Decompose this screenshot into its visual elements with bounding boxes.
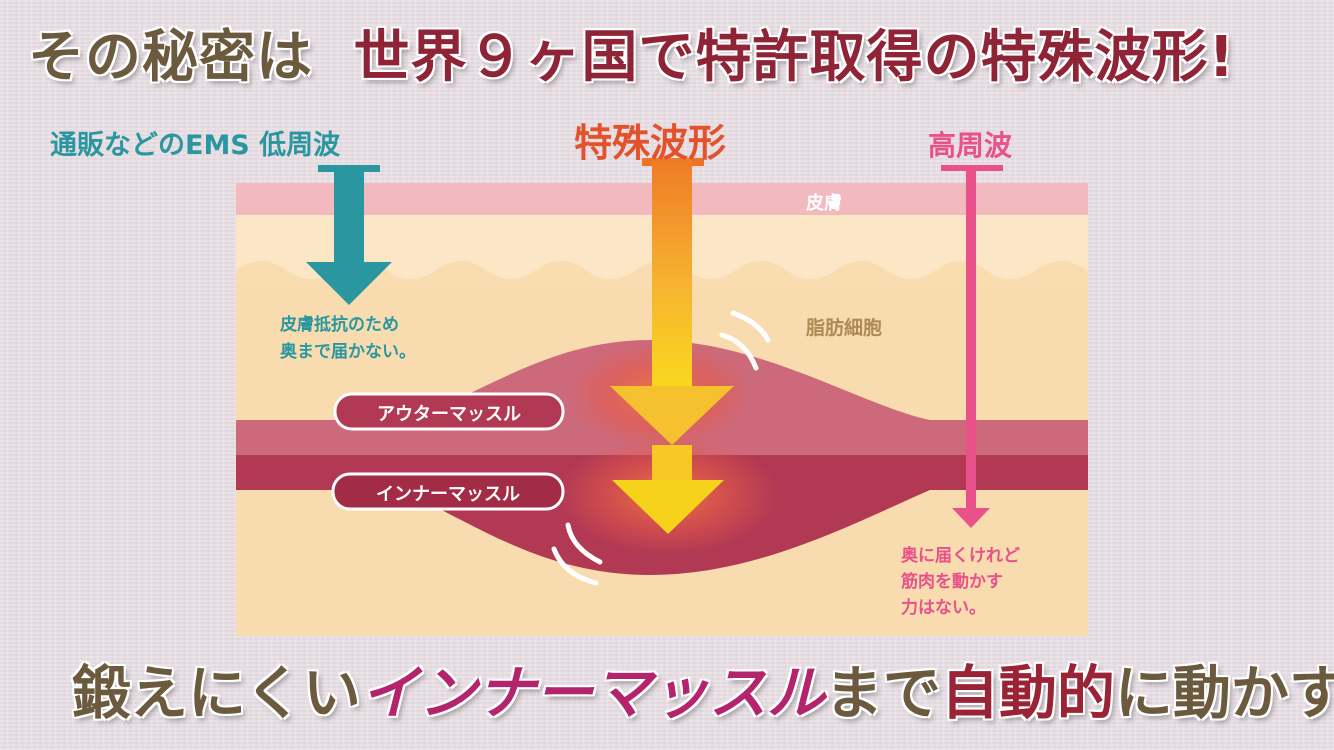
low-note-line-2: 奥まで届かない。 bbox=[280, 342, 416, 362]
high-frequency-title: 高周波 bbox=[928, 129, 1013, 162]
low-note-line-1: 皮膚抵抗のため bbox=[280, 315, 399, 335]
footline: 鍛えにくいインナーマッスルまで自動的に動かす bbox=[72, 646, 1334, 732]
high-frequency-note: 奥に届くけれど 筋肉を動かす 力はない。 bbox=[901, 543, 1020, 621]
footline-part3: まで bbox=[824, 659, 941, 727]
high-frequency-arrow bbox=[941, 165, 1003, 528]
vibration-arcs-upper bbox=[719, 310, 771, 371]
footline-part4: 自動的 bbox=[940, 659, 1115, 727]
skin-label: 皮膚 bbox=[806, 193, 842, 214]
fat-cell-label: 脂肪細胞 bbox=[806, 317, 883, 339]
vibration-arcs-lower bbox=[551, 522, 603, 586]
inner-muscle-label: インナーマッスル bbox=[376, 484, 520, 505]
footline-part2: インナーマッスル bbox=[360, 659, 825, 727]
headline-part2: 世界９ヶ国で特許取得の特殊波形! bbox=[353, 25, 1236, 90]
special-waveform-arrow bbox=[610, 158, 734, 534]
low-frequency-arrow bbox=[306, 165, 392, 305]
high-note-line-1: 奥に届くけれど bbox=[901, 546, 1020, 566]
inner-muscle-pill bbox=[331, 472, 565, 511]
low-frequency-note: 皮膚抵抗のため 奥まで届かない。 bbox=[280, 312, 416, 366]
headline-part1: その秘密は bbox=[28, 25, 313, 90]
footline-part5: に動かす bbox=[1114, 659, 1334, 727]
footline-part1: 鍛えにくい bbox=[72, 659, 361, 727]
outer-muscle-label: アウターマッスル bbox=[377, 404, 521, 425]
high-note-line-2: 筋肉を動かす bbox=[901, 572, 1003, 592]
outer-muscle-pill bbox=[333, 392, 565, 431]
high-note-line-3: 力はない。 bbox=[901, 598, 986, 618]
low-frequency-title: 通販などのEMS 低周波 bbox=[50, 130, 341, 161]
special-waveform-title: 特殊波形 bbox=[574, 121, 727, 165]
headline: その秘密は 世界９ヶ国で特許取得の特殊波形! bbox=[28, 12, 1318, 92]
